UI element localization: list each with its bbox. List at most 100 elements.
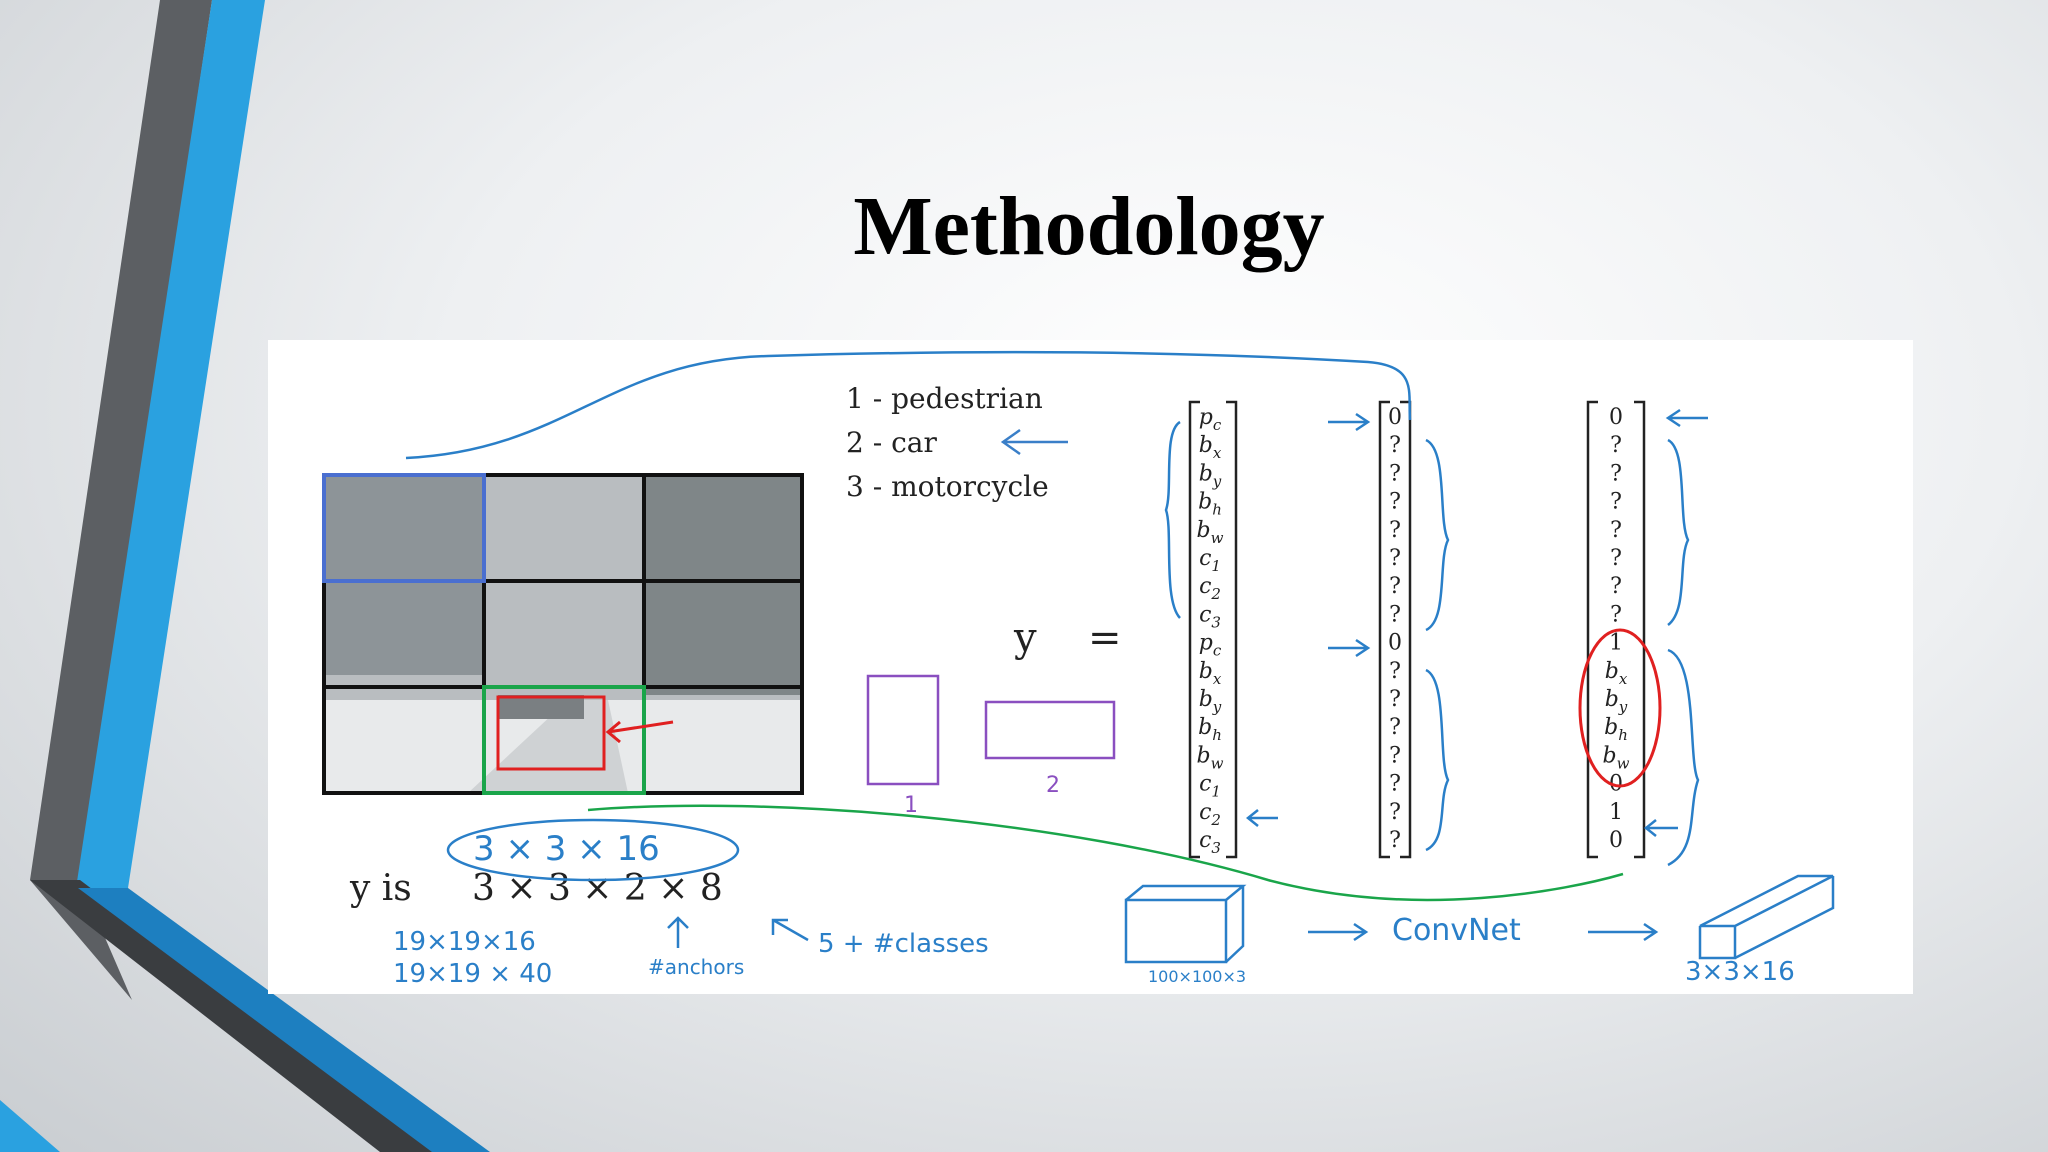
brace-right-bottom [1667,648,1700,867]
vector-right-entry: ? [1610,574,1622,599]
vector-label: c2 [1199,800,1221,829]
vector-mid-entry: ? [1389,659,1401,684]
vector-right-entry: bh [1604,715,1628,744]
brace-right-top [1667,438,1690,626]
arrow-pc-2 [1328,638,1371,658]
output-vectors: pcbxbybhbwc1c2c3pcbxbybhbwc1c2c30???????… [1188,400,1646,859]
input-size-label: 100×100×3 [1148,967,1246,986]
vector-mid-entry: ? [1389,828,1401,853]
vector-mid-entry: 0 [1388,405,1402,430]
vector-right-entry: 1 [1609,800,1623,825]
vector-label: c3 [1199,602,1221,631]
page-title: Methodology [853,180,1325,273]
vector-label: bh [1198,490,1222,519]
shape-circle [446,818,740,882]
top-curve-arrow [405,350,1412,460]
vector-right-entry: bx [1605,659,1628,688]
bracket-mid [1378,400,1412,859]
road-photo [324,475,802,793]
equals-sign: = [1088,615,1122,661]
brace-mid-top [1425,438,1450,632]
vector-mid-entry: ? [1389,461,1401,486]
anchor-box-1-label: 1 [904,793,918,818]
vector-label: bx [1199,659,1222,688]
anchor-box-1-sketch [866,674,940,786]
class-3-label: 3 - motorcycle [846,470,1049,503]
vector-right-entry: ? [1610,602,1622,627]
vector-mid-entry: ? [1389,490,1401,515]
vector-label: c3 [1199,828,1221,857]
circled-shape-annotation: 3 × 3 × 16 [473,829,660,869]
arrow-to-convnet [1308,922,1369,942]
left-brace [1164,420,1181,619]
vector-right-entry: 0 [1609,828,1623,853]
blue-cell-box [322,473,486,583]
car-bounding-box [496,695,606,771]
convnet-label: ConvNet [1392,913,1521,948]
car-arrow [1000,428,1068,456]
vector-right-entry: by [1605,687,1628,716]
annotation-classes: 5 + #classes [818,929,989,959]
vector-label: by [1199,687,1222,716]
vector-mid-entry: ? [1389,518,1401,543]
yolo-diagram: 1 - pedestrian 2 - car 3 - motorcycle y … [268,340,1913,994]
vector-mid-entry: ? [1389,546,1401,571]
vector-right-entry: bw [1603,743,1630,772]
classes-arrow [771,918,809,942]
annotation-anchors: #anchors [648,955,744,979]
vector-right-entry: ? [1610,518,1622,543]
arrow-from-convnet [1588,922,1659,942]
vector-right-entry: 0 [1609,772,1623,797]
vector-mid-entry: ? [1389,715,1401,740]
vector-mid-entry: ? [1389,433,1401,458]
vector-label: by [1199,461,1222,490]
vector-label: bx [1199,433,1222,462]
vector-right-entry: ? [1610,433,1622,458]
vector-mid-entry: 0 [1388,631,1402,656]
highlight-box-coords [1578,628,1662,788]
vector-label: c1 [1199,546,1221,575]
output-volume-sketch [1698,874,1835,960]
arrow-right-top [1665,408,1708,428]
y-shape-lead: y is [349,868,412,909]
brace-mid-bottom [1425,668,1450,852]
bracket-labels [1188,400,1238,859]
vector-label: c1 [1199,772,1221,801]
vector-mid-entry: ? [1389,800,1401,825]
bracket-right [1586,400,1646,859]
output-size-label: 3×3×16 [1685,957,1795,987]
vector-right-entry: 0 [1609,405,1623,430]
vector-mid-entry: ? [1389,687,1401,712]
class-list: 1 - pedestrian 2 - car 3 - motorcycle [846,382,1049,503]
input-volume-sketch [1124,884,1247,964]
vector-label: pc [1199,405,1222,434]
arrow-pc-1 [1328,412,1371,432]
vector-label: bw [1197,743,1224,772]
y-label: y [1013,615,1037,661]
vector-label: c2 [1199,574,1221,603]
vector-label: bw [1197,518,1224,547]
vector-label: bh [1198,715,1222,744]
arrow-right-c2 [1643,819,1678,837]
vector-mid-entry: ? [1389,602,1401,627]
vector-label: pc [1199,631,1222,660]
annotation-19x19x40: 19×19 × 40 [393,959,552,989]
red-arrow [605,720,674,744]
vector-mid-entry: ? [1389,743,1401,768]
vector-right-entry: ? [1610,461,1622,486]
class-1-label: 1 - pedestrian [846,382,1043,415]
vector-right-entry: ? [1610,490,1622,515]
green-cell-box [482,685,646,795]
arrow-c2 [1245,809,1278,827]
anchors-arrow [667,916,689,948]
vector-mid-entry: ? [1389,574,1401,599]
green-curve-arrow [587,804,1624,902]
anchor-box-2-sketch [984,700,1116,760]
vector-mid-entry: ? [1389,772,1401,797]
class-2-label: 2 - car [846,426,937,459]
vector-right-entry: 1 [1609,631,1623,656]
vector-right-entry: ? [1610,546,1622,571]
anchor-box-2-label: 2 [1046,773,1060,798]
annotation-19x19x16: 19×19×16 [393,927,536,957]
